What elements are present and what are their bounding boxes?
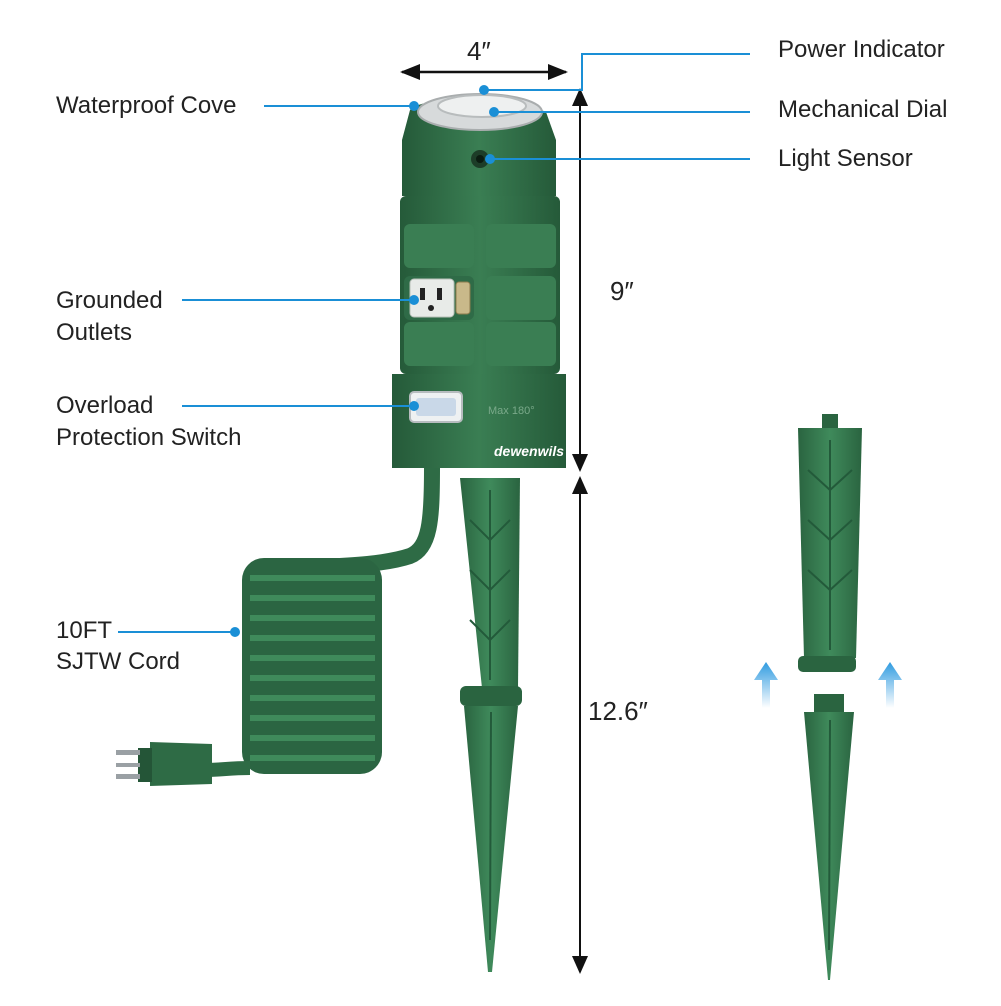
main-stake [460, 478, 522, 972]
label-cord-line1: 10FT [56, 617, 113, 644]
callout-overload-switch [182, 401, 419, 411]
plug [116, 742, 212, 786]
body-height-dimension [572, 88, 588, 472]
label-power-indicator: Power Indicator [778, 36, 945, 63]
width-dimension [400, 64, 568, 80]
brand-logo: dewenwils [494, 443, 564, 459]
dial-marking: Max 180° [488, 405, 535, 417]
label-overload-line1: Overload [56, 392, 154, 419]
label-mechanical-dial: Mechanical Dial [778, 96, 948, 123]
assembly-arrow-left-icon [754, 662, 778, 708]
label-overload-line2: Protection Switch [56, 424, 242, 451]
label-waterproof-cove: Waterproof Cove [56, 92, 237, 119]
label-grounded-line1: Grounded [56, 287, 163, 314]
callout-power-indicator [479, 53, 750, 95]
callout-mechanical-dial [489, 107, 750, 117]
callout-cord [118, 627, 240, 637]
stake-upper-part [798, 414, 862, 672]
timer-body [392, 93, 566, 468]
body-height-label: 9″ [610, 276, 634, 306]
label-cord-line2: SJTW Cord [56, 648, 181, 675]
callout-light-sensor [485, 154, 750, 164]
stake-height-dimension [572, 476, 588, 974]
label-light-sensor: Light Sensor [778, 145, 913, 172]
stake-lower-part [804, 694, 854, 980]
stake-height-label: 12.6″ [588, 696, 648, 726]
cord-coil [205, 460, 440, 777]
callout-grounded-outlets [182, 295, 419, 305]
assembly-arrow-right-icon [878, 662, 902, 708]
callout-waterproof-cove [264, 101, 419, 111]
width-dimension-label: 4″ [467, 36, 491, 66]
label-grounded-line2: Outlets [56, 319, 133, 346]
